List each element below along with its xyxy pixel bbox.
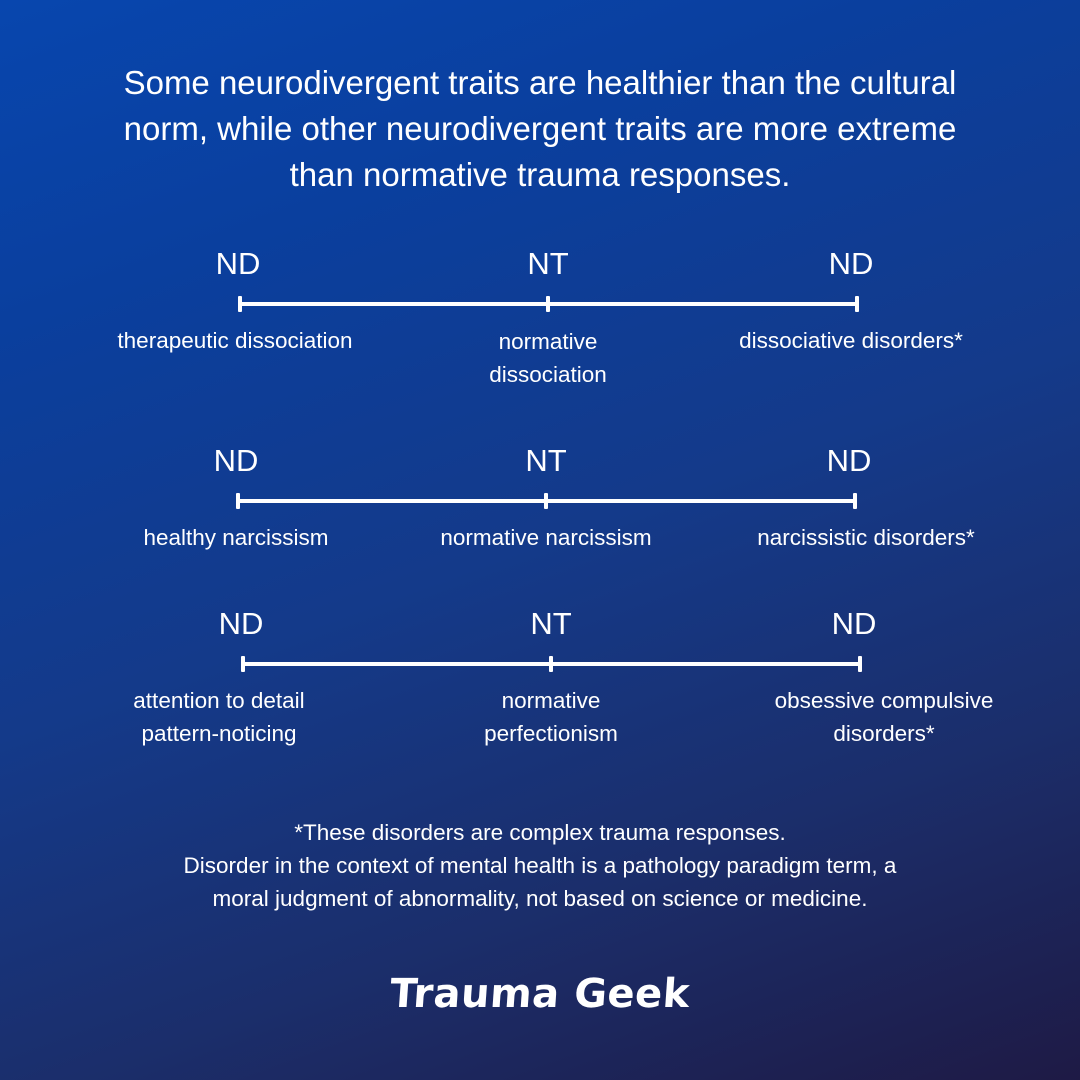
label-center: normative dissociation [489, 329, 607, 387]
spectrum-perfectionism: ND NT ND attention to detail pattern-not… [0, 600, 1080, 750]
label-center: normative narcissism [440, 525, 652, 550]
tick-right [858, 656, 862, 672]
label-right: narcissistic disorders* [757, 525, 975, 550]
tick-left [236, 493, 240, 509]
marker-nd-left: ND [213, 443, 259, 478]
tick-left [241, 656, 245, 672]
label-left: therapeutic dissociation [117, 328, 353, 353]
spectrum-dissociation: ND NT ND therapeutic dissociation normat… [0, 240, 1080, 390]
label-right: dissociative disorders* [739, 328, 963, 353]
tick-center [544, 493, 548, 509]
tick-center [549, 656, 553, 672]
tick-right [855, 296, 859, 312]
marker-nd-right: ND [826, 443, 872, 478]
brand-logo-text: Trauma Geek [388, 971, 692, 1017]
tick-left [238, 296, 242, 312]
tick-right [853, 493, 857, 509]
marker-nd-left: ND [218, 606, 264, 641]
marker-nt: NT [527, 246, 569, 281]
marker-nt: NT [525, 443, 567, 478]
marker-nt: NT [530, 606, 572, 641]
spectrum-narcissism: ND NT ND healthy narcissism normative na… [0, 437, 1080, 587]
label-center: normative perfectionism [484, 688, 618, 746]
headline: Some neurodivergent traits are healthier… [123, 64, 957, 193]
label-right: obsessive compulsive disorders* [774, 688, 994, 746]
marker-nd-right: ND [828, 246, 874, 281]
label-left: healthy narcissism [143, 525, 329, 550]
marker-nd-right: ND [831, 606, 877, 641]
footnote: *These disorders are complex trauma resp… [183, 820, 897, 911]
marker-nd-left: ND [215, 246, 261, 281]
label-left: attention to detail pattern-noticing [133, 688, 305, 746]
tick-center [546, 296, 550, 312]
